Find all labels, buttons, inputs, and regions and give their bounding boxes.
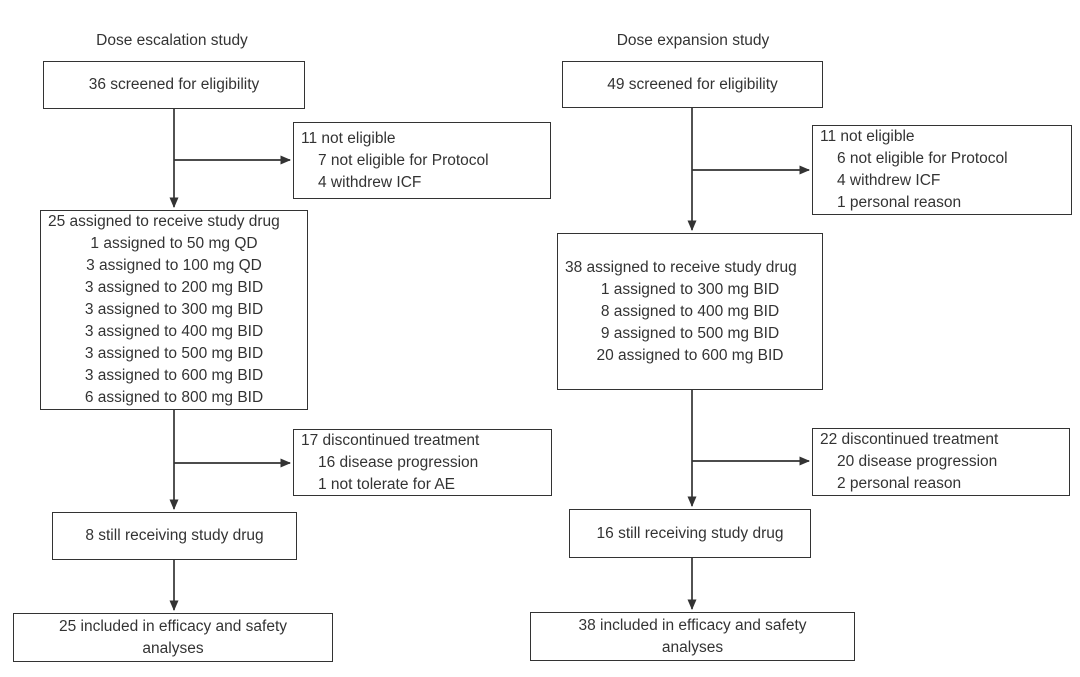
box-line: 16 disease progression — [318, 453, 479, 471]
box-line: 16 still receiving study drug — [596, 524, 784, 542]
box-line: 25 assigned to receive study drug — [48, 213, 280, 230]
escalation-discontinued-box: 17 discontinued treatment 16 disease pro… — [293, 429, 552, 496]
box-line: 3 assigned to 500 mg BID — [84, 345, 264, 362]
box-line: 38 assigned to receive study drug — [565, 258, 797, 276]
box-line: 3 assigned to 100 mg QD — [86, 257, 262, 274]
box-line: 6 assigned to 800 mg BID — [84, 389, 264, 406]
box-line: 9 assigned to 500 mg BID — [600, 324, 780, 342]
box-line: 11 not eligible — [820, 128, 915, 145]
box-line: 8 still receiving study drug — [85, 527, 264, 544]
box-line: 2 personal reason — [837, 475, 962, 492]
box-line: 20 assigned to 600 mg BID — [596, 346, 784, 364]
box-line: 1 not tolerate for AE — [318, 475, 456, 493]
expansion-not-eligible-box: 11 not eligible 6 not eligible for Proto… — [812, 125, 1072, 215]
escalation-still-receiving-box: 8 still receiving study drug — [52, 512, 297, 560]
box-line: 36 screened for eligibility — [88, 76, 260, 93]
expansion-assigned-box: 38 assigned to receive study drug 1 assi… — [557, 233, 823, 390]
escalation-included-box: 25 included in efficacy and safety analy… — [13, 613, 333, 662]
expansion-column-title: Dose expansion study — [616, 32, 770, 49]
box-line: 7 not eligible for Protocol — [318, 151, 489, 169]
box-line: 22 discontinued treatment — [820, 431, 999, 448]
box-line: 6 not eligible for Protocol — [837, 150, 1008, 167]
box-line: 3 assigned to 400 mg BID — [84, 323, 264, 340]
expansion-screened-box: 49 screened for eligibility — [562, 61, 823, 108]
escalation-assigned-box: 25 assigned to receive study drug 1 assi… — [40, 210, 308, 410]
box-line: 38 included in efficacy and safety analy… — [578, 616, 807, 656]
box-line: 25 included in efficacy and safety analy… — [58, 617, 288, 657]
expansion-discontinued-box: 22 discontinued treatment 20 disease pro… — [812, 428, 1070, 496]
expansion-included-box: 38 included in efficacy and safety analy… — [530, 612, 855, 661]
box-line: 1 assigned to 300 mg BID — [600, 280, 780, 298]
box-line: 3 assigned to 200 mg BID — [84, 279, 264, 296]
escalation-not-eligible-box: 11 not eligible 7 not eligible for Proto… — [293, 122, 551, 199]
box-line: 3 assigned to 600 mg BID — [84, 367, 264, 384]
box-line: 4 withdrew ICF — [837, 172, 941, 189]
box-line: 20 disease progression — [837, 453, 998, 470]
box-line: 1 personal reason — [837, 194, 962, 211]
box-line: 17 discontinued treatment — [301, 431, 480, 449]
box-line: 11 not eligible — [301, 129, 396, 147]
expansion-still-receiving-box: 16 still receiving study drug — [569, 509, 811, 558]
box-line: 8 assigned to 400 mg BID — [600, 302, 780, 320]
box-line: 4 withdrew ICF — [318, 173, 422, 191]
box-line: 49 screened for eligibility — [607, 75, 778, 93]
box-line: 1 assigned to 50 mg QD — [90, 235, 258, 252]
box-line: 3 assigned to 300 mg BID — [84, 301, 264, 318]
escalation-column-title: Dose escalation study — [96, 32, 248, 49]
escalation-screened-box: 36 screened for eligibility — [43, 61, 305, 109]
